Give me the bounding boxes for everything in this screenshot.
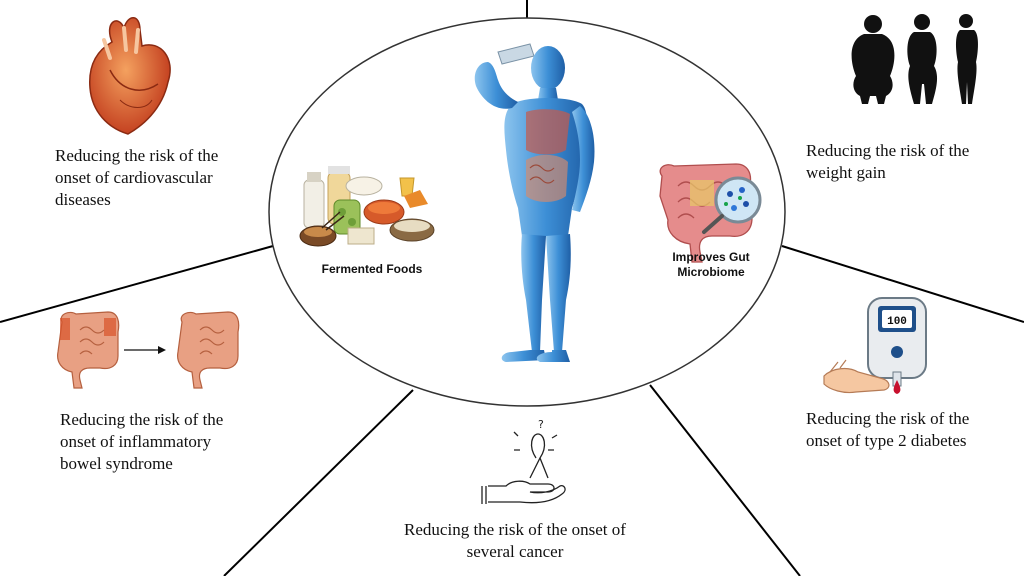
divider-left <box>0 245 274 323</box>
fermented-foods-label: Fermented Foods <box>322 262 423 276</box>
gut-microbiome-label-line1: Improves Gut <box>672 250 749 264</box>
intestine-inflamed <box>57 311 120 389</box>
ribbon-icon <box>529 433 549 479</box>
cancer-ribbon-hand-icon: ? <box>481 418 566 504</box>
heart-icon <box>89 17 171 135</box>
ibs-benefit-text: Reducing the risk of the onset of inflam… <box>60 410 224 473</box>
human-body-drinking-icon <box>474 43 595 362</box>
body-silhouettes-icon <box>851 14 978 104</box>
gut-microbiome-icon <box>659 163 762 263</box>
blood-drop-icon <box>893 380 901 394</box>
silhouette-large <box>851 15 895 104</box>
glucose-meter-icon: 100 <box>867 297 927 394</box>
gut-microbiome-label-line2: Microbiome <box>677 265 745 279</box>
cancer-benefit-text: Reducing the risk of the onset of severa… <box>404 520 626 561</box>
silhouette-slim <box>956 14 978 104</box>
weight-gain-benefit-text: Reducing the risk of the weight gain <box>806 141 970 182</box>
divider-bottom-left <box>223 389 414 576</box>
divider-right <box>781 245 1024 323</box>
glucose-reading: 100 <box>887 316 907 328</box>
question-mark-doodle: ? <box>538 418 544 431</box>
fermented-food-icon <box>299 166 435 247</box>
magnifier-lens <box>714 176 762 224</box>
type2-diabetes-benefit-text: Reducing the risk of the onset of type 2… <box>806 409 970 450</box>
hand-icon <box>823 359 890 394</box>
intestine-icon <box>57 311 240 389</box>
cardiovascular-benefit-text: Reducing the risk of the onset of cardio… <box>55 146 219 209</box>
silhouette-medium <box>907 14 938 104</box>
divider-bottom-right <box>649 384 801 576</box>
intestine-healthy <box>177 311 240 389</box>
